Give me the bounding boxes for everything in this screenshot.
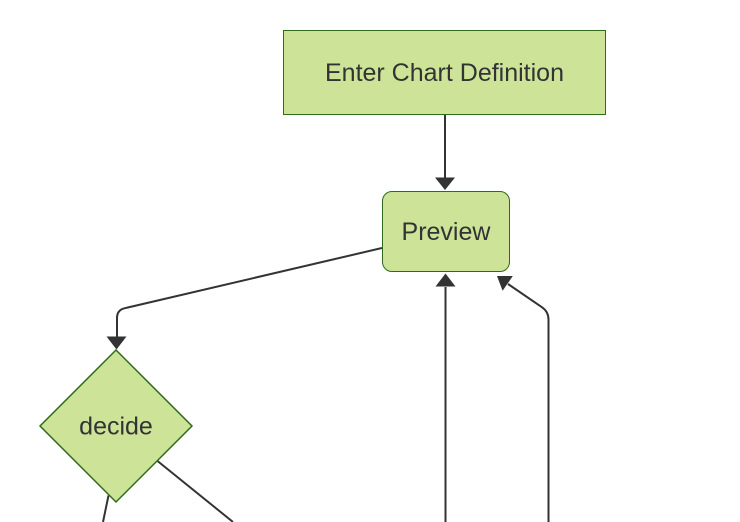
node-enter-chart-definition: Enter Chart Definition xyxy=(283,30,606,115)
edge-decide-to-bottomright xyxy=(156,460,234,522)
arrowhead-preview-to-decide xyxy=(106,336,127,350)
edge-decide-to-bottomleft xyxy=(102,495,110,522)
edge-preview-to-decide xyxy=(116,247,383,338)
edge-bottomright-to-preview xyxy=(507,283,550,522)
arrowhead-bottomright-to-preview xyxy=(497,276,513,291)
node-decide-shape xyxy=(38,348,194,504)
node-preview-label: Preview xyxy=(401,217,491,246)
node-decide-label: decide xyxy=(79,412,153,441)
arrowhead-bottom-to-preview xyxy=(435,273,456,287)
node-preview: Preview xyxy=(382,191,510,272)
arrowhead-enter-to-preview xyxy=(435,177,455,190)
node-enter-chart-definition-label: Enter Chart Definition xyxy=(324,58,564,87)
